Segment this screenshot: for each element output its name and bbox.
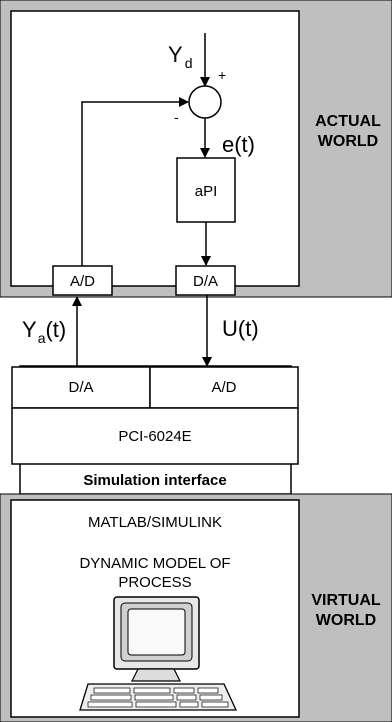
plus-sign: + (218, 67, 226, 83)
simulation-interface: D/A A/D PCI-6024E Simulation interface (11, 365, 299, 495)
virtual-world-label-line1: VIRTUAL (311, 592, 381, 609)
pci-card-label: PCI-6024E (118, 428, 191, 445)
interface-dac-label: D/A (68, 379, 93, 396)
model-label-line1: DYNAMIC MODEL OF (79, 555, 230, 572)
adc-block (52, 265, 113, 296)
interface-title: Simulation interface (83, 472, 226, 489)
setpoint-main: Y (168, 42, 183, 67)
feedback-sub: a (38, 330, 46, 346)
model-label-line2: PROCESS (118, 574, 191, 591)
minus-sign: - (174, 109, 179, 125)
feedback-arg: (t) (45, 317, 66, 342)
actual-world-panel (10, 10, 300, 287)
interface-adc-label: A/D (211, 379, 236, 396)
adc-label: A/D (70, 273, 95, 290)
virtual-world-zone: VIRTUAL WORLD MATLAB/SIMULINK DYNAMIC MO… (0, 493, 392, 722)
actual-world-label-line1: ACTUAL (315, 113, 381, 130)
summing-junction (188, 85, 222, 119)
pci-card-block (11, 407, 299, 465)
keyboard-keys (87, 687, 229, 708)
feedback-main: Y (22, 317, 37, 342)
feedback-signal-label: Ya(t) (22, 317, 66, 346)
actual-world-zone: ACTUAL WORLD (0, 0, 392, 298)
monitor-screen (127, 608, 186, 656)
computer-workstation-icon (79, 596, 238, 711)
setpoint-sub: d (185, 55, 193, 71)
actual-world-label-line2: WORLD (318, 133, 378, 150)
interface-adc-cell (149, 366, 299, 409)
error-label: e(t) (222, 132, 255, 157)
virtual-world-label-line2: WORLD (316, 612, 376, 629)
dac-block (175, 265, 236, 296)
matlab-label: MATLAB/SIMULINK (88, 514, 222, 531)
control-signal-label: U(t) (222, 316, 259, 341)
feedback-path (81, 97, 189, 266)
api-controller-label: aPI (195, 183, 218, 200)
monitor-stand (131, 668, 181, 682)
signal-lines: Ya(t) U(t) (22, 295, 259, 367)
dac-label: D/A (193, 273, 218, 290)
